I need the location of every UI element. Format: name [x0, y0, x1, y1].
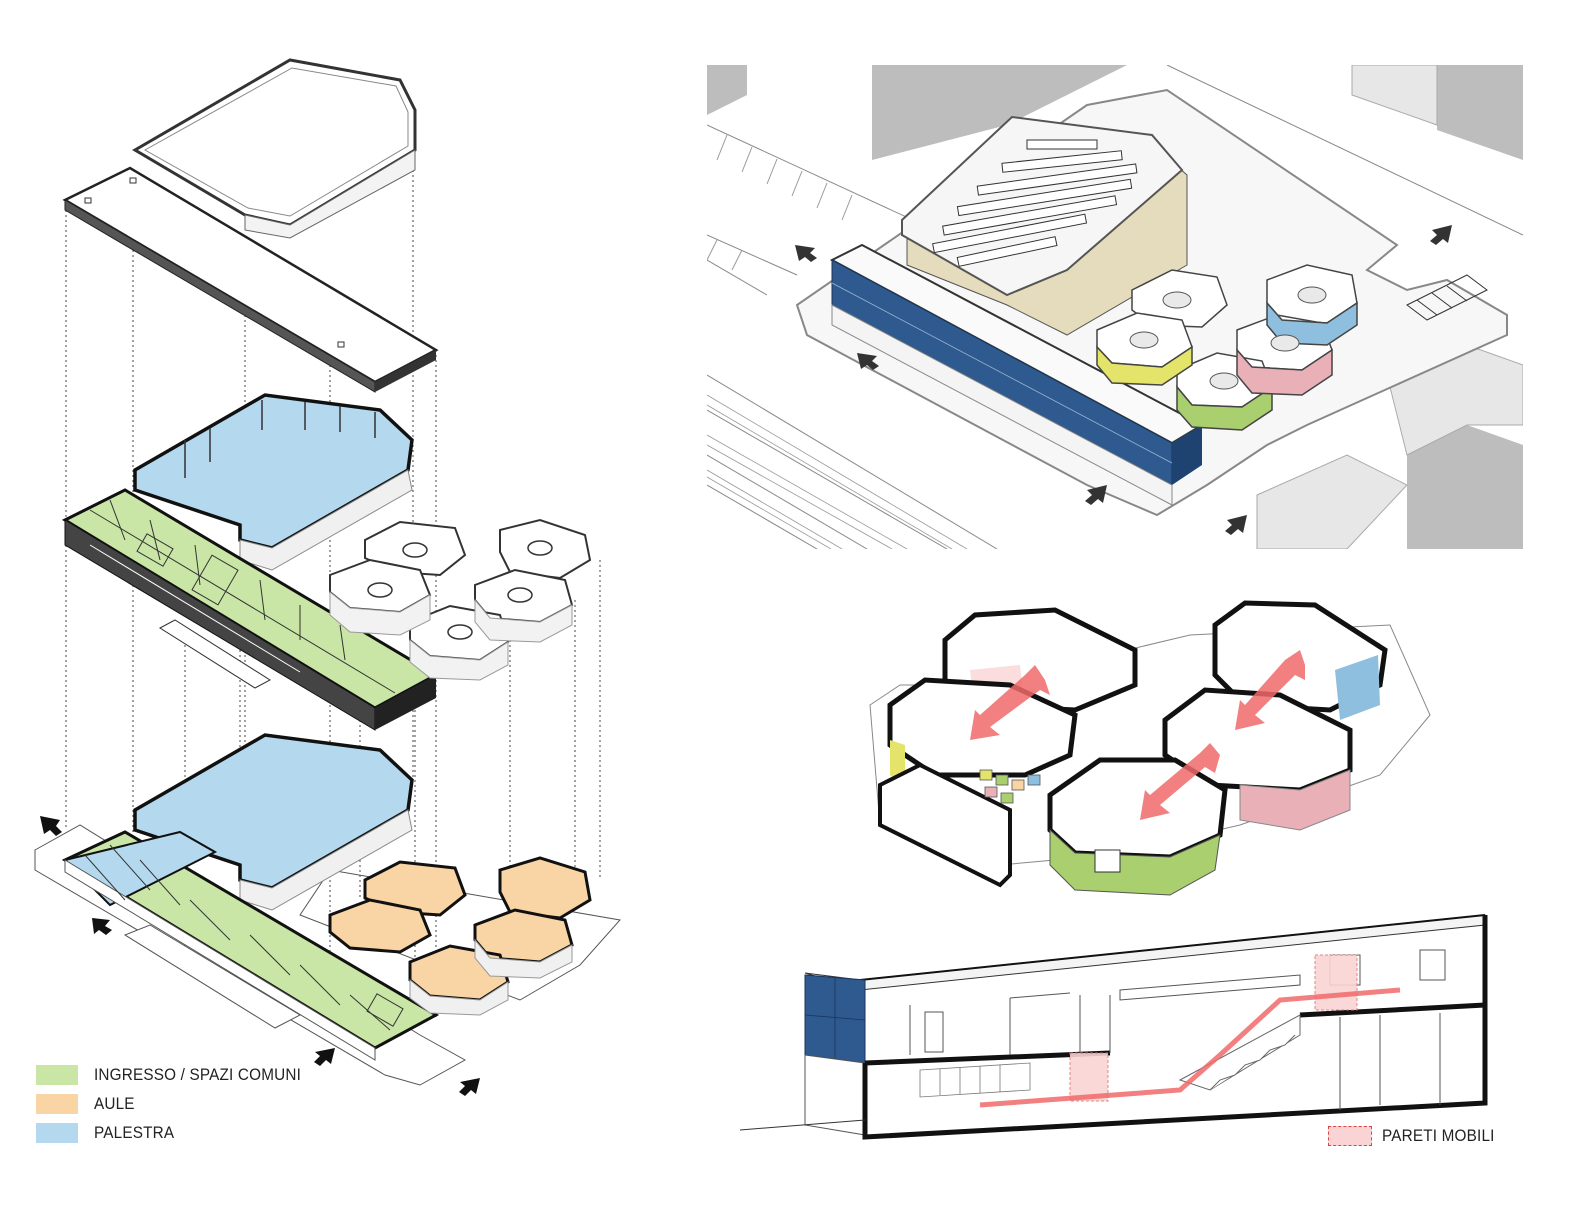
movable-walls	[1069, 954, 1358, 1102]
upper-canopy	[159, 619, 271, 689]
legend-swatch	[36, 1093, 78, 1114]
gym-building	[901, 115, 1188, 336]
services-wing	[878, 762, 1041, 888]
pergola	[1406, 274, 1488, 321]
stair	[1178, 1014, 1301, 1091]
building-section	[739, 905, 1500, 1145]
classroom-cluster-drawing	[869, 600, 1431, 896]
legend-item-aule: AULE	[36, 1089, 324, 1118]
upper-pod-walls	[329, 590, 573, 681]
entrance-arrow-icon	[40, 816, 480, 1096]
legend-swatch	[36, 1064, 78, 1085]
aerial-view	[706, 64, 1524, 550]
pareti-mobili-legend: PARETI MOBILI	[1328, 1126, 1507, 1146]
flow-arrow	[979, 987, 1401, 1108]
floor-legend: INGRESSO / SPAZI COMUNI AULE PALESTRA	[36, 1060, 324, 1147]
entrance-arrow-icon	[795, 225, 1452, 535]
ground-classroom-walls	[409, 938, 573, 1016]
gym-upper-level	[133, 393, 414, 571]
railway-tracks	[706, 394, 968, 550]
long-block-roof	[62, 166, 439, 393]
legend-swatch	[36, 1122, 78, 1143]
aerial-view-drawing	[706, 64, 1524, 550]
section-drawing	[739, 914, 1488, 1140]
pod-skylights	[1129, 286, 1327, 390]
upper-common-spaces	[61, 488, 440, 731]
classroom-cluster	[860, 595, 1440, 905]
pod-front-center	[1047, 757, 1228, 896]
legend-swatch	[1328, 1126, 1372, 1146]
section-cut	[862, 915, 1488, 1140]
upper-pod-skylights	[367, 540, 553, 640]
legend-label: PARETI MOBILI	[1382, 1126, 1495, 1145]
exploded-axonometric-drawing	[34, 58, 621, 1096]
gym-roof	[132, 58, 417, 239]
movable-wall-arrows	[970, 650, 1305, 820]
exploded-axonometric	[0, 0, 700, 1200]
parking	[706, 134, 853, 271]
ground-common-spaces	[61, 830, 440, 1061]
legend-label: PALESTRA	[94, 1122, 175, 1142]
legend-item-palestra: PALESTRA	[36, 1118, 324, 1147]
legend-label: AULE	[94, 1093, 135, 1113]
main-building	[829, 243, 1205, 506]
legend-label: INGRESSO / SPAZI COMUNI	[94, 1064, 302, 1084]
legend-item-ingresso: INGRESSO / SPAZI COMUNI	[36, 1060, 324, 1089]
